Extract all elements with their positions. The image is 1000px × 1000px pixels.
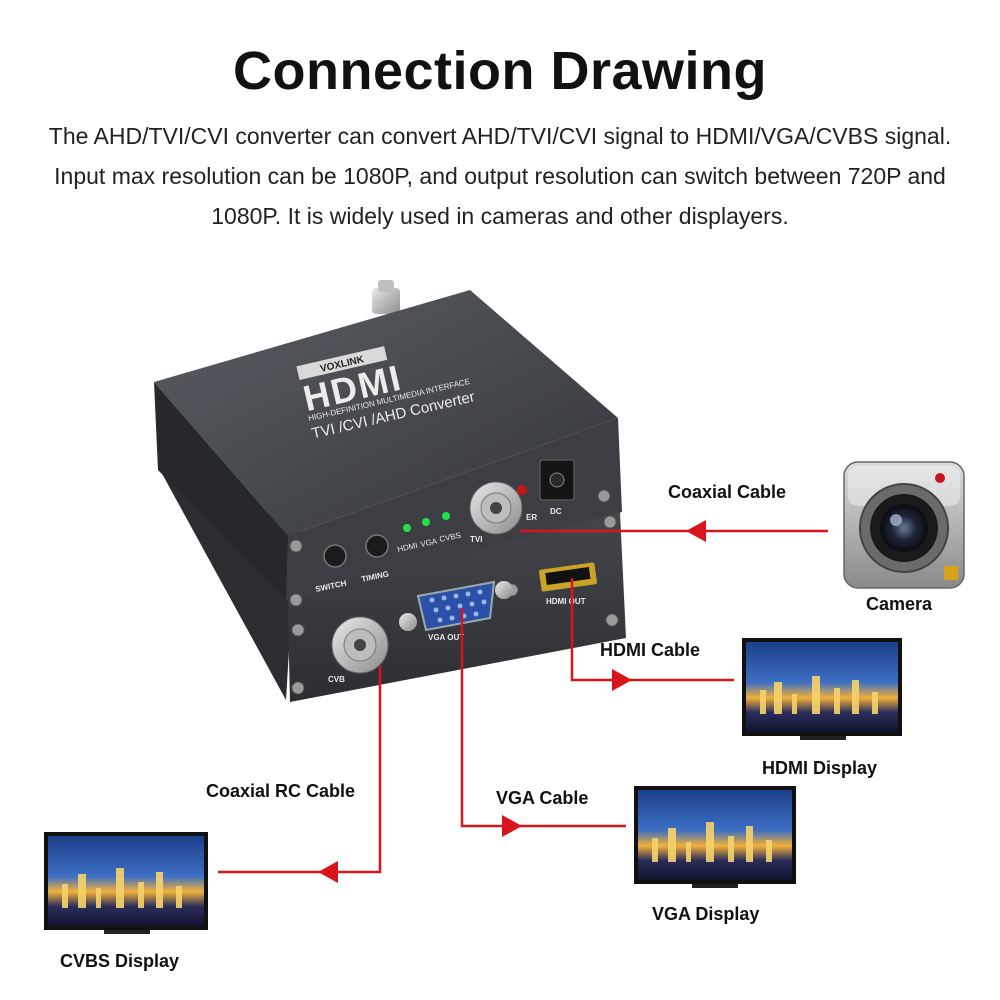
- hdmi-out-port[interactable]: [539, 562, 598, 592]
- cvbs-bnc-port[interactable]: [331, 616, 389, 674]
- cvbs-display-label: CVBS Display: [60, 951, 179, 971]
- upper-unit-top: [154, 290, 618, 536]
- vga-display-icon: [634, 786, 796, 888]
- switch-button[interactable]: [323, 544, 347, 568]
- led-label-vga: VGA: [420, 537, 439, 549]
- hdmi-display-label: HDMI Display: [762, 758, 877, 778]
- vga-display-label: VGA Display: [652, 904, 759, 924]
- timing-button[interactable]: [365, 534, 389, 558]
- arrow-right-icon: [612, 669, 632, 691]
- arrow-left-icon: [318, 861, 338, 883]
- camera-icon: [843, 461, 965, 589]
- vga-out-label: VGA OUT: [428, 633, 464, 642]
- power-led: [517, 485, 527, 495]
- cables: [218, 529, 828, 874]
- coaxial-cable-label: Coaxial Cable: [668, 482, 786, 502]
- vga-cable-line: [460, 608, 626, 828]
- led-label-cvbs: CVBS: [439, 531, 462, 544]
- cvbs-label: CVB: [328, 675, 345, 684]
- hdmi-cable-label: HDMI Cable: [600, 640, 700, 660]
- cable-arrows: [318, 520, 706, 883]
- description: The AHD/TVI/CVI converter can convert AH…: [48, 123, 952, 229]
- cvbs-display-icon: [44, 832, 208, 934]
- upper-unit-side: [154, 382, 288, 600]
- power-label: ER: [526, 513, 537, 522]
- screw-icons: [289, 489, 619, 695]
- coaxial-rc-cable-label: Coaxial RC Cable: [206, 781, 355, 801]
- arrow-left-icon: [686, 520, 706, 542]
- led-indicators: [403, 512, 450, 532]
- hdmi-cable-line: [570, 578, 734, 682]
- page-title: Connection Drawing: [233, 41, 767, 101]
- vga-cable-label: VGA Cable: [496, 788, 588, 808]
- converter-device: VOXLINK HDMI HIGH-DEFINITION MULTIMEDIA …: [154, 280, 626, 702]
- camera-label: Camera: [866, 594, 933, 614]
- dc-label: DC: [550, 507, 562, 516]
- vga-port[interactable]: [399, 580, 513, 632]
- dc-power-port[interactable]: [539, 459, 575, 501]
- hdmi-display-icon: [742, 638, 902, 740]
- led-label-hdmi: HDMI: [397, 541, 419, 554]
- tvi-bnc-port[interactable]: [469, 481, 523, 535]
- tvi-label: TVI: [470, 535, 482, 544]
- hdmi-out-label: HDMI OUT: [546, 597, 586, 606]
- coaxial-rc-cable-line: [218, 666, 382, 874]
- rear-bnc-connector: [372, 280, 400, 314]
- arrow-right-icon: [502, 815, 522, 837]
